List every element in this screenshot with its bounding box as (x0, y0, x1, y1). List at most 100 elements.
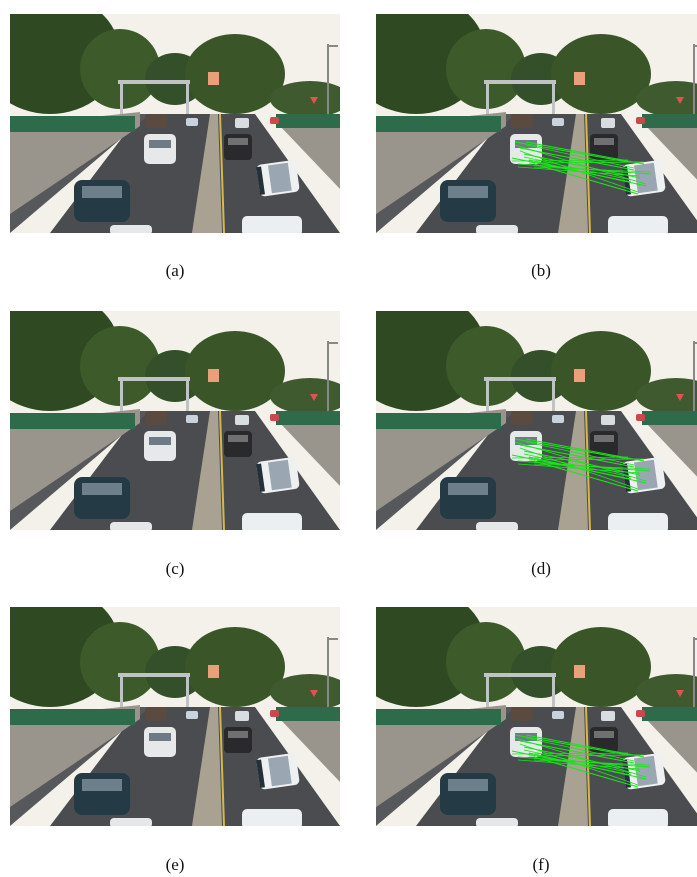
match-line (533, 756, 639, 788)
match-line (519, 147, 635, 171)
match-line (517, 460, 651, 472)
match-line (511, 454, 632, 480)
car (110, 522, 152, 530)
match-line (525, 144, 635, 169)
sign-gantry (484, 80, 556, 84)
tree-canopy (636, 378, 697, 414)
concrete-wall (280, 719, 340, 782)
gantry-post (186, 377, 189, 413)
median (192, 707, 222, 826)
inserted-car (256, 753, 300, 790)
fence (376, 709, 501, 725)
tree-canopy (80, 622, 160, 702)
panel-c (10, 311, 340, 530)
inserted-car (622, 457, 666, 494)
match-line (517, 759, 641, 770)
traffic-sign (574, 72, 585, 85)
match-line (533, 460, 639, 492)
car (145, 114, 167, 128)
car (552, 118, 564, 126)
car (270, 414, 279, 421)
median (558, 411, 588, 530)
match-line (517, 166, 641, 177)
car (601, 711, 615, 721)
gantry-post (486, 80, 489, 116)
tree-canopy (446, 622, 526, 702)
caption-e: (e) (165, 855, 185, 874)
sign-gantry (484, 377, 556, 381)
fence (642, 114, 697, 128)
sign-gantry (484, 673, 556, 677)
tree-canopy (446, 326, 526, 406)
match-line (525, 438, 645, 462)
fence (10, 709, 135, 725)
car (186, 415, 198, 423)
match-line (525, 141, 645, 165)
car (601, 118, 615, 128)
fence (376, 116, 501, 132)
inserted-car (256, 160, 300, 197)
median (558, 707, 588, 826)
inserted-car (622, 160, 666, 197)
gantry-post (552, 377, 555, 413)
car (270, 710, 279, 717)
yield-sign (310, 690, 318, 697)
fence (376, 413, 501, 429)
car-suv (224, 134, 252, 160)
car-suv (224, 727, 252, 753)
panel-f (376, 607, 697, 826)
car (235, 118, 249, 128)
match-line (517, 756, 651, 768)
car (145, 411, 167, 425)
match-line (514, 438, 629, 460)
tree-canopy (80, 326, 160, 406)
car (270, 117, 279, 124)
tree-canopy (446, 29, 526, 109)
traffic-sign (208, 665, 219, 678)
gantry-post (486, 377, 489, 413)
car (608, 216, 668, 233)
car (511, 411, 533, 425)
gantry-post (552, 80, 555, 116)
car-white (144, 431, 176, 461)
car (110, 225, 152, 233)
car (476, 225, 518, 233)
panel-a (10, 14, 340, 233)
concrete-wall (376, 409, 506, 511)
tree-canopy (551, 331, 651, 411)
car (552, 415, 564, 423)
car (110, 818, 152, 826)
car (186, 118, 198, 126)
fence (642, 707, 697, 721)
yield-sign (310, 97, 318, 104)
traffic-sign (574, 665, 585, 678)
yield-sign (676, 394, 684, 401)
match-line (528, 458, 645, 461)
median (192, 114, 222, 233)
fence (10, 413, 135, 429)
concrete-wall (10, 112, 140, 214)
car (511, 707, 533, 721)
car (235, 711, 249, 721)
gantry-post (120, 377, 123, 413)
car (608, 809, 668, 826)
car (608, 513, 668, 530)
match-line (511, 752, 629, 755)
tree-canopy (270, 674, 340, 710)
caption-a: (a) (165, 261, 185, 280)
caption-c: (c) (165, 559, 185, 578)
concrete-wall (10, 409, 140, 511)
match-line (525, 737, 635, 762)
yield-sign (676, 690, 684, 697)
gantry-post (120, 80, 123, 116)
concrete-wall (10, 705, 140, 807)
gantry-post (552, 673, 555, 709)
concrete-wall (280, 423, 340, 486)
gantry-post (486, 673, 489, 709)
concrete-wall (280, 126, 340, 189)
match-line (517, 463, 641, 474)
tree-canopy (185, 34, 285, 114)
caption-f: (f) (532, 855, 550, 874)
fence (276, 114, 340, 128)
tree-canopy (80, 29, 160, 109)
